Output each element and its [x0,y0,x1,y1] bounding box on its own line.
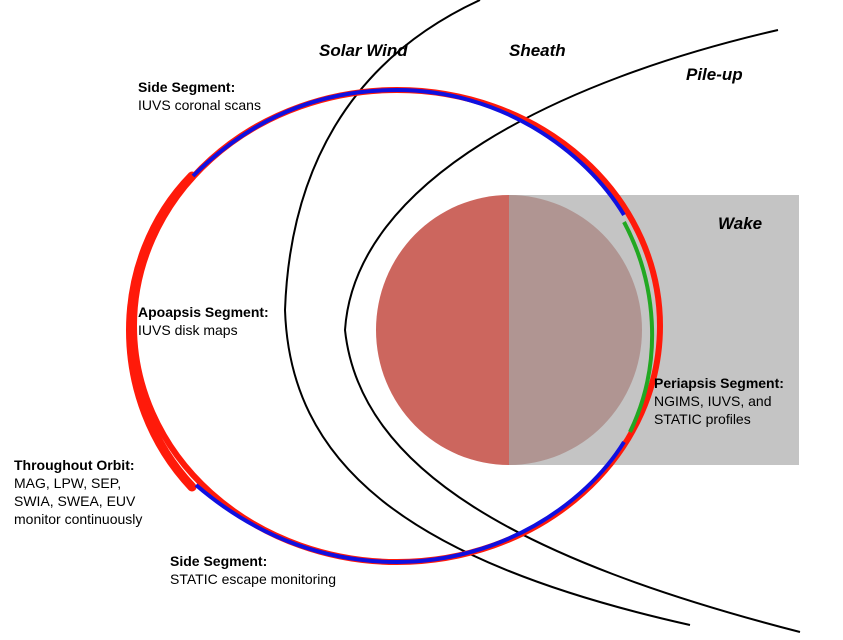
apoapsis-segment-title: Apoapsis Segment: [138,304,269,320]
throughout-orbit-title: Throughout Orbit: [14,457,135,473]
bow-shock-line [283,0,691,626]
periapsis-segment-arc [622,221,655,433]
throughout-orbit-line-3: monitor continuously [14,511,142,527]
apoapsis-arc [126,171,197,492]
magnetic-pileup-boundary-line [343,29,801,633]
side-segment-top-line: IUVS coronal scans [138,97,261,113]
label-solar-wind: Solar Wind [319,41,408,60]
side-segment-top-title: Side Segment: [138,79,235,95]
label-pile-up: Pile-up [686,65,743,84]
periapsis-segment-title: Periapsis Segment: [654,375,784,391]
side-segment-bottom-arc [194,440,626,565]
periapsis-segment-line-1: NGIMS, IUVS, and [654,393,771,409]
side-segment-bottom-line: STATIC escape monitoring [170,571,336,587]
side-segment-bottom-title: Side Segment: [170,553,267,569]
periapsis-segment-line-2: STATIC profiles [654,411,751,427]
throughout-orbit-line-2: SWIA, SWEA, EUV [14,493,136,509]
label-wake: Wake [718,214,762,233]
planet-nightside [509,195,642,465]
apoapsis-segment-line: IUVS disk maps [138,322,238,338]
throughout-orbit-line-1: MAG, LPW, SEP, [14,475,121,491]
planet-dayside [376,195,509,465]
side-segment-top-arc [191,87,626,217]
label-sheath: Sheath [509,41,566,60]
